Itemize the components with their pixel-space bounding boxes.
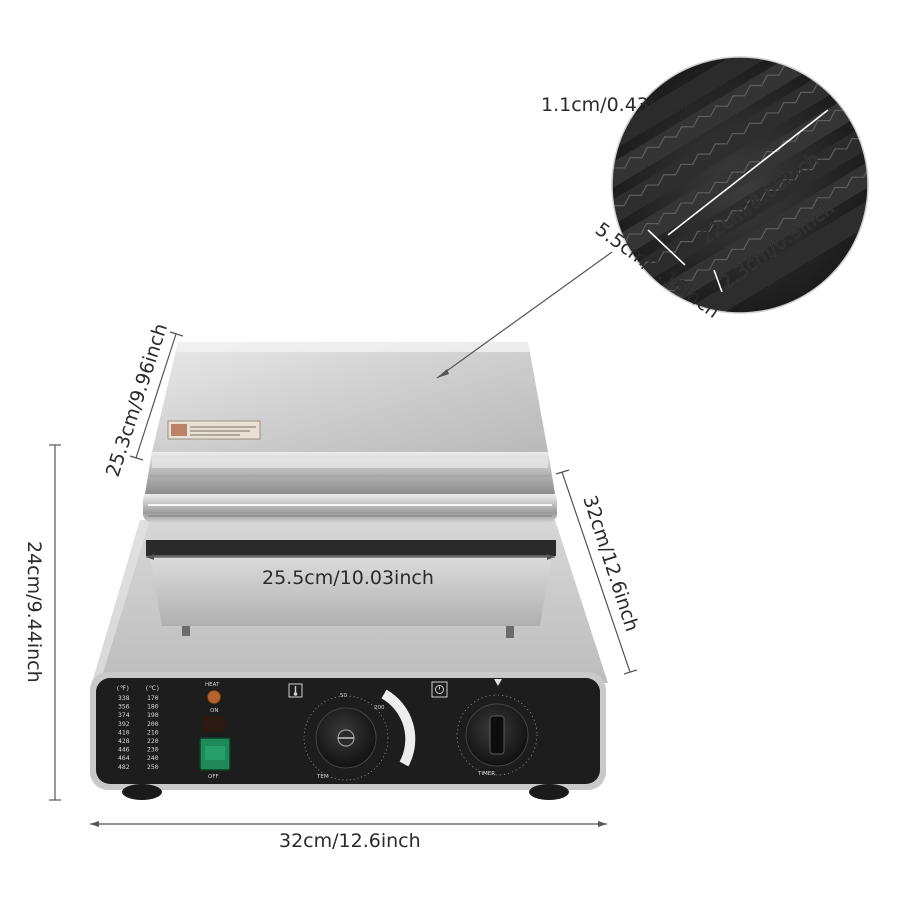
timer-icon	[431, 681, 448, 698]
dim-height: 24cm/9.44inch	[23, 541, 45, 683]
table-cell-celsius: 210	[147, 728, 159, 736]
table-cell-fahrenheit: 446	[118, 746, 130, 754]
thermostat-scale-mark-2: 200	[374, 705, 385, 711]
table-cell-fahrenheit: 464	[118, 754, 130, 762]
dim-base-depth: 32cm/12.6inch	[578, 493, 643, 635]
thermostat-scale-mark: 50	[340, 693, 347, 699]
dim-base-width: 32cm/12.6inch	[279, 830, 421, 852]
timer-pointer-mark	[494, 679, 502, 686]
lower-plate-box	[150, 556, 552, 626]
foot-left	[122, 784, 162, 800]
heat-indicator-lamp	[207, 690, 221, 704]
table-header-celsius: (℃)	[145, 684, 160, 692]
dimension-lines	[49, 251, 638, 827]
table-cell-celsius: 220	[147, 737, 159, 745]
heat-lamp-sublabel: ON	[210, 708, 218, 714]
table-cell-fahrenheit: 410	[118, 728, 130, 736]
table-cell-celsius: 240	[147, 754, 159, 762]
table-cell-celsius: 190	[147, 711, 159, 719]
dim-tooth-depth: 1.1cm/0.43inch	[541, 94, 689, 116]
table-cell-fahrenheit: 374	[118, 711, 130, 719]
table-cell-celsius: 230	[147, 746, 159, 754]
table-cell-fahrenheit: 428	[118, 737, 130, 745]
table-cell-celsius: 180	[147, 703, 159, 711]
thermostat-label: TEM	[316, 774, 329, 780]
thermometer-icon	[288, 683, 303, 698]
table-header-fahrenheit: (℉)	[116, 684, 130, 692]
table-cell-fahrenheit: 338	[118, 694, 130, 702]
table-cell-celsius: 200	[147, 720, 159, 728]
temperature-table: (℉) (℃) 338 170 356 180 374 190 392 200 410 210 42…	[116, 684, 160, 771]
plate-detail-inset	[611, 56, 869, 314]
table-cell-fahrenheit: 392	[118, 720, 130, 728]
foot-right	[529, 784, 569, 800]
thermostat-dial: TEM 50 200	[303, 689, 416, 781]
timer-label: TIMER	[477, 771, 495, 777]
table-cell-fahrenheit: 356	[118, 703, 130, 711]
table-cell-fahrenheit: 482	[118, 763, 130, 771]
table-cell-celsius: 170	[147, 694, 159, 702]
timer-dial: TIMER	[456, 694, 538, 777]
table-cell-celsius: 250	[147, 763, 159, 771]
heat-lamp-label: HEAT	[205, 682, 220, 688]
lid-handle[interactable]	[143, 492, 557, 522]
power-switch-label: OFF	[208, 774, 219, 780]
dim-plate-width: 25.5cm/10.03inch	[262, 567, 434, 589]
